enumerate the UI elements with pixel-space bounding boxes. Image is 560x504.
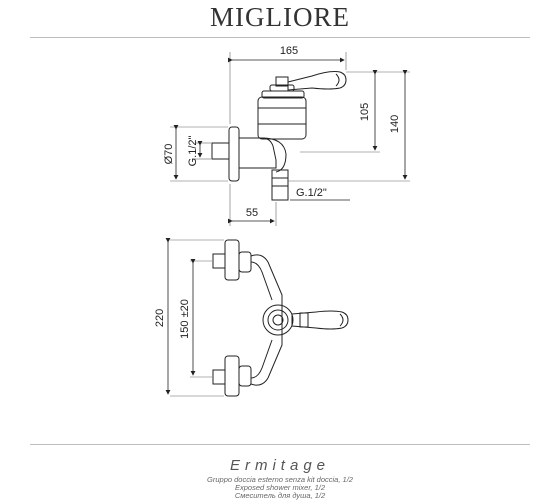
dim-diameter-70: Ø70 bbox=[163, 144, 175, 165]
dim-thread-side: G.1/2" bbox=[187, 136, 199, 167]
brand-title: MIGLIORE bbox=[210, 2, 350, 32]
side-view bbox=[211, 71, 347, 201]
dim-spacing-150: 150 ±20 bbox=[179, 299, 191, 339]
dim-depth-55: 55 bbox=[246, 207, 258, 219]
dim-height-220: 220 bbox=[154, 309, 166, 327]
bottom-divider bbox=[30, 444, 530, 445]
model-name: Ermitage bbox=[229, 457, 331, 474]
description-russian: Смеситель для душа, 1/2 bbox=[234, 491, 326, 500]
dim-height-140: 140 bbox=[389, 115, 401, 133]
top-divider bbox=[30, 37, 530, 38]
description-english: Exposed shower mixer, 1/2 bbox=[234, 483, 326, 492]
description-italian: Gruppo doccia esterno senza kit doccia, … bbox=[207, 475, 353, 484]
dim-thread-bottom: G.1/2" bbox=[296, 187, 327, 199]
front-view bbox=[212, 239, 349, 397]
dim-height-105: 105 bbox=[359, 103, 371, 121]
dim-width-165: 165 bbox=[280, 45, 298, 57]
